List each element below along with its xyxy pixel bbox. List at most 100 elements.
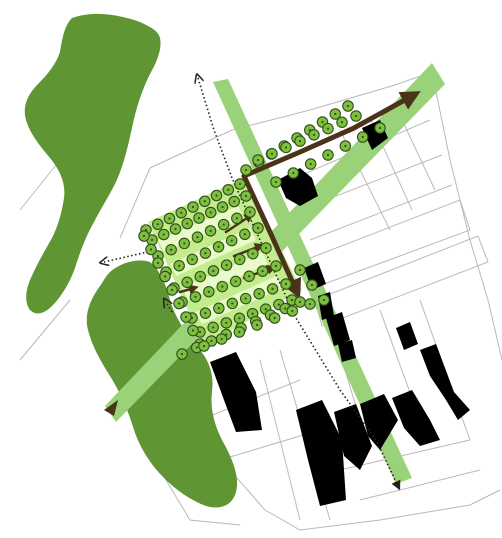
tree-icon — [240, 190, 252, 202]
arrow-icon — [224, 213, 255, 234]
tree-icon — [199, 247, 212, 259]
tree-icon — [212, 241, 225, 253]
parcel-line — [19, 159, 61, 211]
trees — [138, 100, 386, 360]
tree-icon — [186, 253, 199, 266]
tree-icon — [205, 206, 217, 219]
tree-icon — [152, 257, 164, 269]
tree-icon — [308, 129, 320, 141]
parcel-line — [259, 359, 301, 521]
tree-icon — [175, 207, 188, 219]
parcel-edge-west — [119, 167, 151, 239]
tree-icon — [294, 135, 306, 147]
tree-icon — [194, 270, 207, 283]
tree-icon — [294, 296, 306, 308]
tree-icon — [189, 291, 202, 303]
tree-icon — [280, 141, 292, 154]
tree-icon — [243, 270, 255, 283]
building-icon — [210, 352, 262, 432]
tree-icon — [207, 321, 219, 334]
tree-icon — [228, 195, 241, 208]
arrow-icon — [241, 91, 421, 179]
tree-icon — [163, 212, 176, 225]
tree-icon — [266, 147, 278, 160]
tree-icon — [318, 294, 330, 306]
tree-icon — [210, 189, 223, 202]
tree-icon — [216, 201, 229, 213]
tree-icon — [145, 243, 157, 256]
tree-icon — [215, 333, 228, 345]
tree-icon — [213, 302, 225, 315]
tree-icon — [229, 275, 242, 288]
tree-icon — [322, 149, 334, 161]
tree-icon — [256, 265, 269, 277]
tree-icon — [220, 317, 233, 329]
tree-icon — [181, 217, 194, 230]
street-band — [299, 199, 471, 291]
tree-icon — [165, 243, 177, 256]
tree-icon — [280, 278, 292, 290]
dotted-arrow-icon — [198, 78, 398, 486]
tree-icon — [216, 280, 229, 293]
tree-icon — [138, 230, 150, 242]
tree-icon — [199, 307, 212, 319]
building-icon — [420, 344, 470, 420]
tree-icon — [306, 279, 318, 291]
arrow-icon — [104, 400, 118, 416]
tree-icon — [222, 184, 235, 196]
tree-icon — [240, 164, 252, 176]
tree-icon — [231, 212, 243, 225]
tree-icon — [207, 265, 220, 277]
tree-icon — [176, 348, 188, 360]
tree-icon — [239, 228, 251, 241]
tree-icon — [178, 237, 191, 250]
tree-icon — [253, 287, 265, 300]
tree-icon — [252, 222, 264, 234]
park-area-north — [24, 13, 161, 314]
tree-icon — [180, 311, 192, 323]
tree-icon — [270, 260, 282, 272]
tree-icon — [336, 116, 348, 129]
tree-icon — [270, 176, 282, 188]
tree-icon — [187, 324, 199, 337]
tree-icon — [260, 242, 272, 254]
tree-icon — [322, 122, 334, 135]
tree-icon — [251, 319, 263, 331]
tree-icon — [247, 247, 259, 260]
tree-icon — [193, 212, 205, 224]
tree-icon — [199, 195, 211, 208]
tree-icon — [204, 225, 217, 237]
tree-icon — [350, 110, 362, 122]
parcel-edge-east — [431, 71, 502, 361]
tree-icon — [233, 312, 246, 325]
tree-icon — [342, 100, 354, 112]
tree-icon — [217, 218, 230, 231]
tree-icon — [244, 206, 256, 218]
tree-icon — [252, 154, 264, 166]
tree-icon — [287, 167, 300, 179]
tree-icon — [374, 122, 386, 134]
tree-icon — [169, 223, 182, 235]
parcel-line — [359, 469, 481, 501]
arrow-icon — [241, 173, 302, 300]
tree-icon — [304, 298, 316, 310]
building-icon — [396, 322, 418, 350]
tree-icon — [234, 178, 246, 190]
tree-icon — [159, 270, 171, 283]
tree-icon — [181, 276, 193, 289]
tree-icon — [187, 201, 199, 213]
tree-icon — [203, 285, 215, 298]
tree-icon — [198, 340, 210, 352]
tree-icon — [294, 264, 306, 276]
tree-icon — [226, 297, 239, 310]
tree-icon — [158, 228, 170, 241]
parcel-line — [19, 299, 71, 361]
tree-icon — [304, 158, 317, 170]
parcel-line — [159, 469, 241, 526]
tree-icon — [191, 231, 204, 243]
tree-icon — [233, 253, 246, 266]
tree-icon — [220, 259, 233, 271]
tree-icon — [152, 218, 164, 231]
tree-icon — [286, 305, 299, 317]
